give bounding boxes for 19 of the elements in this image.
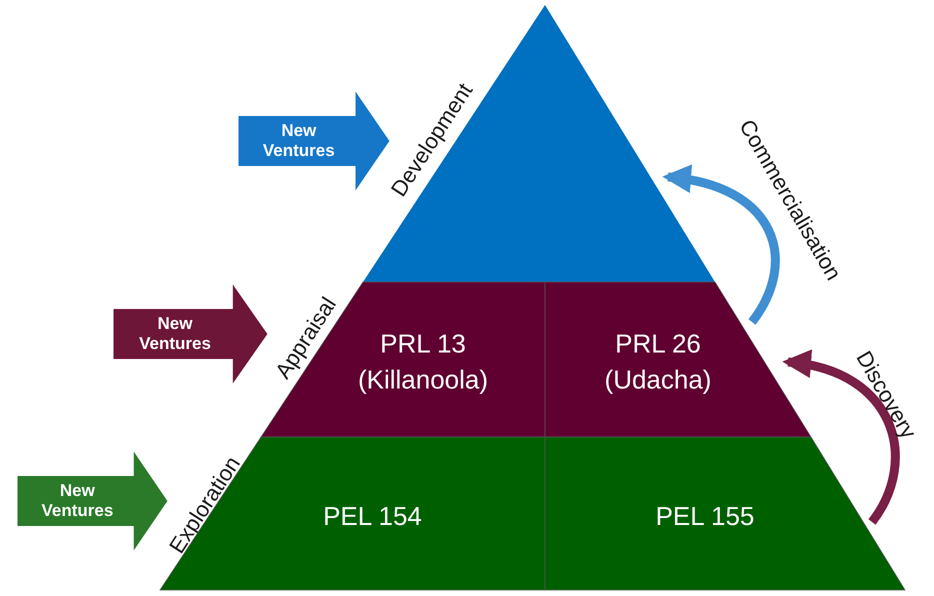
pyramid-tier bbox=[261, 282, 811, 437]
licence-area bbox=[545, 282, 811, 437]
block-arrow bbox=[113, 283, 268, 385]
licence-label: PRL 26 (Udacha) bbox=[604, 327, 712, 396]
licence-area bbox=[545, 437, 905, 590]
licence-label: PRL 13 (Killanoola) bbox=[356, 327, 490, 396]
curved-arrow bbox=[662, 166, 780, 324]
curved-arrow bbox=[782, 351, 900, 524]
pyramid-tier bbox=[363, 5, 715, 282]
arrow-label: New Ventures bbox=[40, 481, 114, 521]
arrow-label: New Ventures bbox=[138, 314, 212, 354]
arrow-label: New Ventures bbox=[262, 121, 336, 161]
licence-area bbox=[160, 437, 545, 590]
licence-area bbox=[261, 282, 545, 437]
block-arrow bbox=[17, 450, 168, 552]
pyramid-tier bbox=[160, 437, 905, 590]
licence-label: PEL 154 bbox=[322, 499, 423, 532]
licence-label: PEL 155 bbox=[654, 499, 756, 532]
block-arrow bbox=[238, 90, 390, 192]
